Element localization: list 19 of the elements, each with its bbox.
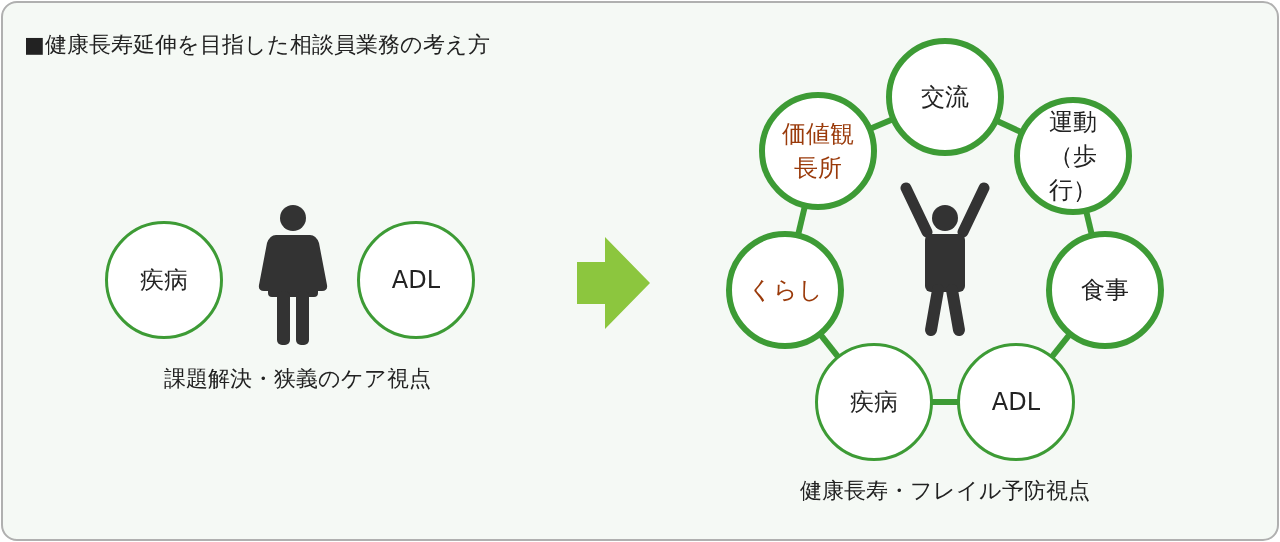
title: ■健康長寿延伸を目指した相談員業務の考え方 (24, 31, 490, 59)
caption: 健康長寿・フレイル予防視点 (800, 477, 1090, 505)
circle-label: 運動（歩行） (1048, 107, 1098, 206)
connector-line (932, 399, 958, 405)
caption: 課題解決・狭義のケア視点 (163, 365, 431, 393)
circle-label: 食事 (1081, 275, 1129, 306)
connector-line (870, 116, 893, 132)
circle-label: 疾病 (850, 387, 898, 418)
circle-label: 価値観長所 (781, 119, 855, 184)
connector-line (1049, 333, 1072, 359)
circle-label: 交流 (921, 82, 969, 113)
connector-line (996, 118, 1022, 135)
connector-line (818, 333, 841, 359)
connector-line (1083, 211, 1095, 235)
circle-label: ADL (991, 387, 1041, 418)
circle-label: 疾病 (140, 265, 188, 296)
circle-label: ADL (391, 265, 441, 296)
connector-line (795, 206, 808, 235)
circle-label: くらし (747, 275, 823, 306)
